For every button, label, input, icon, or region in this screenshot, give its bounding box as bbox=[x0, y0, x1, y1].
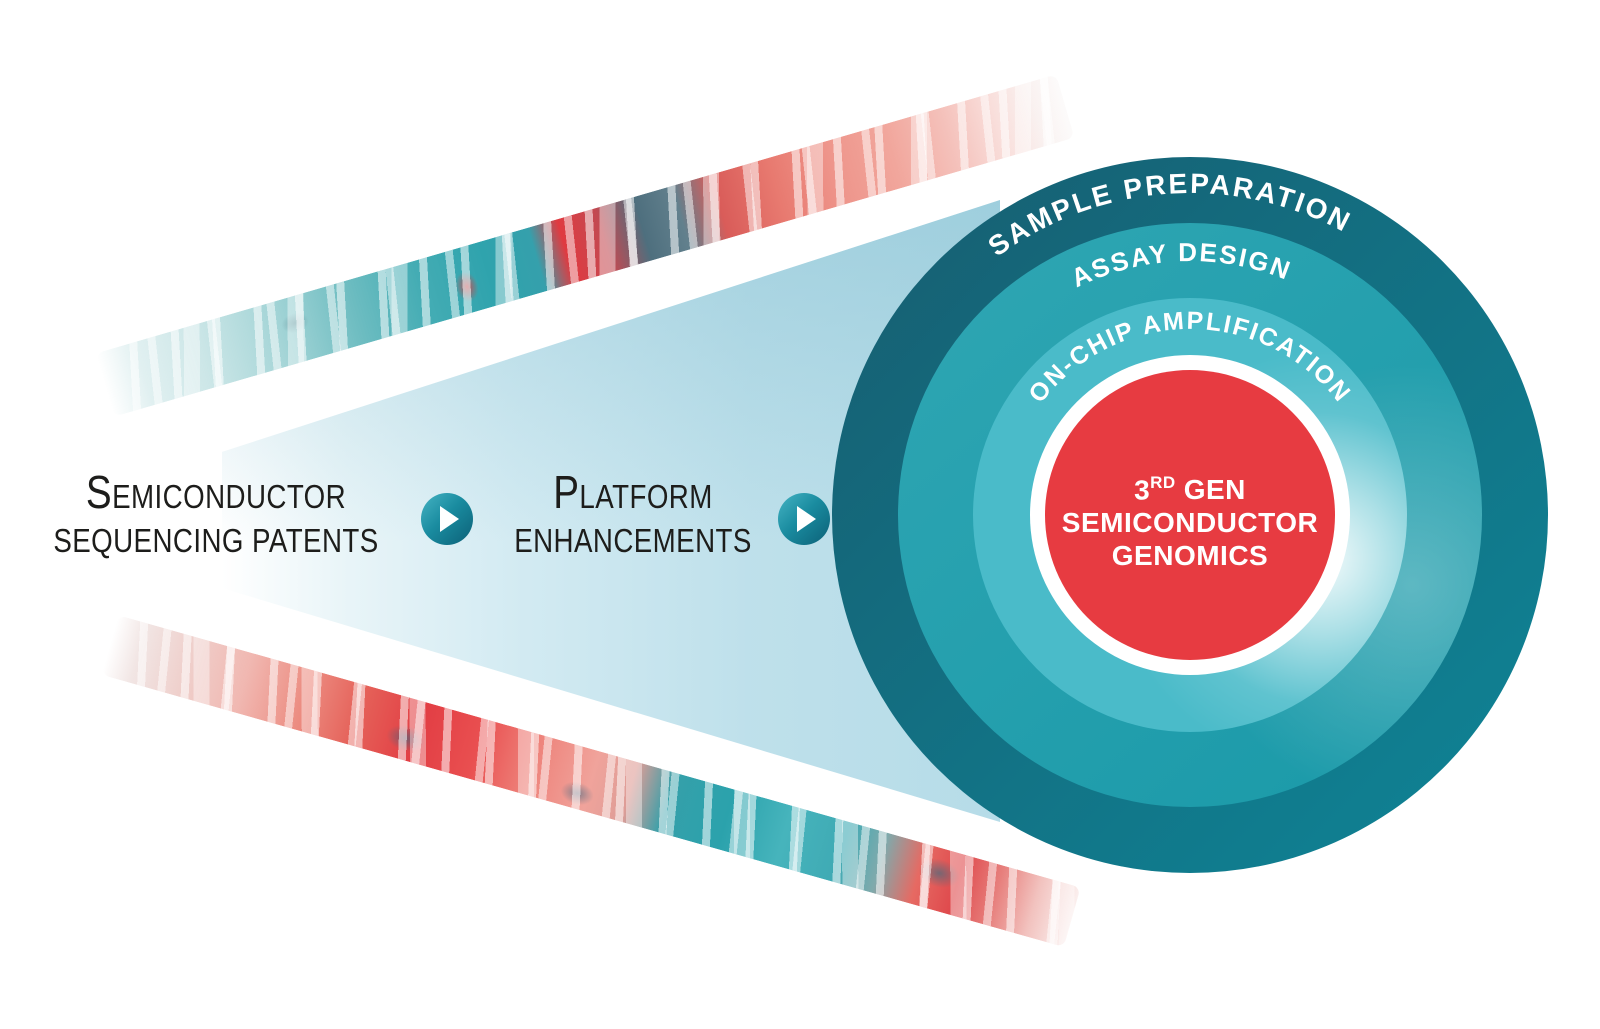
center-label-line3: GENOMICS bbox=[1111, 540, 1269, 572]
label-left-line1: SEMICONDUCTOR bbox=[48, 469, 384, 515]
flow-arrow-2 bbox=[778, 493, 830, 545]
target-rings-svg: SAMPLE PREPARATION ASSAY DESIGN ON-CHIP … bbox=[832, 157, 1548, 873]
label-left-initial: S bbox=[85, 466, 113, 518]
label-mid-rest: LATFORM bbox=[579, 478, 713, 515]
label-semiconductor-sequencing-patents: SEMICONDUCTOR SEQUENCING PATENTS bbox=[16, 469, 416, 559]
label-mid-line1: PLATFORM bbox=[499, 469, 768, 515]
center-label-gen-ordinal: RD bbox=[1150, 473, 1176, 492]
label-mid-initial: P bbox=[553, 466, 580, 518]
center-label-line2: SEMICONDUCTOR bbox=[1061, 507, 1319, 539]
label-platform-enhancements: PLATFORM ENHANCEMENTS bbox=[473, 469, 793, 559]
center-label-gen-number: 3 bbox=[1134, 474, 1151, 506]
center-label-gen-word: GEN bbox=[1183, 474, 1246, 506]
flow-arrow-1 bbox=[421, 493, 473, 545]
play-arrow-icon bbox=[440, 506, 459, 532]
label-left-rest: EMICONDUCTOR bbox=[112, 478, 347, 515]
label-left-line2: SEQUENCING PATENTS bbox=[53, 522, 379, 559]
play-arrow-icon bbox=[797, 506, 816, 532]
center-red-circle bbox=[1045, 370, 1335, 660]
label-mid-line2: ENHANCEMENTS bbox=[514, 522, 752, 559]
center-label-line1: 3RD GEN bbox=[1040, 467, 1340, 506]
center-label: 3RD GEN SEMICONDUCTOR GENOMICS bbox=[1040, 467, 1340, 572]
